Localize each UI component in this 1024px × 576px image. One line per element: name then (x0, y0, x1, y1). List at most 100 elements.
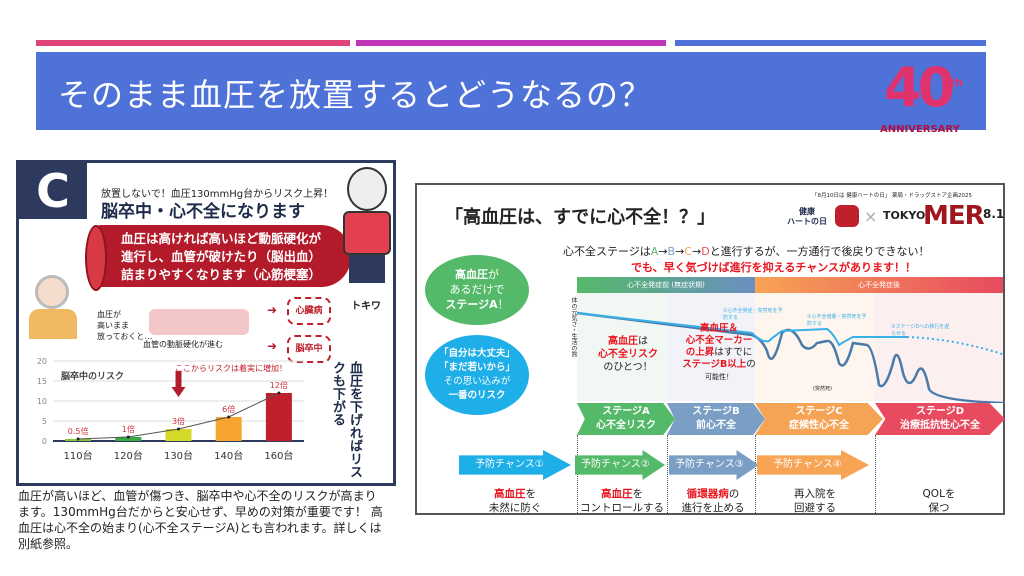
prevent-note-3: ③ステージDへの移行を遅らせる (891, 324, 950, 337)
artery-banner: 血圧は高ければ高いほど動脈硬化が 進行し、血管が破けたり（脳出血） 詰まりやすく… (85, 225, 351, 291)
trend-point (76, 437, 80, 441)
t: 高血圧 (455, 268, 488, 281)
brand-mer: MER (923, 201, 985, 231)
green-bubble: 高血圧があるだけでステージA！ (425, 255, 529, 325)
caption: 血圧が高いほど、血管が傷つき、脳卒中や心不全のリスクが高まります。130mmHg… (18, 489, 383, 551)
divider (577, 435, 578, 515)
logo-label: ANNIVERSARY (880, 124, 960, 135)
prevent-note-2: ②心不全増悪・突然死を予防する (807, 314, 867, 327)
brand-line-2: ハートの日 (787, 217, 827, 226)
y-tick-label: 0 (42, 437, 47, 446)
x-tick-label: 140台 (214, 449, 243, 462)
bar (165, 429, 192, 441)
t: 高血圧＆ (699, 323, 738, 334)
intro-text: 心不全ステージはA→B→C→Dと進行するが、一方通行で後戻りできない！ (563, 243, 929, 259)
note-a: 高血圧は心不全リスクのひとつ！ (593, 335, 663, 374)
note-a-red: 高血圧 (608, 336, 638, 347)
goal-1: 高血圧を未然に防ぐ (455, 487, 575, 515)
trend-point (227, 415, 231, 419)
note-a-red2: 心不全リスク (598, 349, 658, 360)
t: 高血圧 (601, 488, 633, 500)
bar (215, 417, 242, 441)
note-a-text2: のひとつ！ (603, 362, 653, 373)
logo-number: 40 (884, 56, 955, 119)
t: の (746, 359, 756, 370)
prevention-chance-4: 予防チャンス④ (757, 450, 869, 480)
y-tick-label: 5 (42, 417, 47, 426)
intro-red: でも、早く気づけば進行を抑えるチャンスがあります！！ (631, 261, 917, 274)
goal-5: QOLを保つ (879, 487, 999, 515)
t: を (525, 488, 537, 500)
intro-b: B (667, 245, 676, 258)
trend-point (177, 427, 180, 431)
bar-value-label: 6倍 (222, 404, 235, 414)
headline: 脳卒中・心不全になります (101, 202, 305, 222)
health-decline-curve (577, 311, 1005, 403)
t: ！ (497, 298, 509, 311)
chart-annotation: ここからリスクは着実に増加！ (175, 364, 287, 373)
intro-part: と進行するが、一方通行で後戻りできない！ (709, 245, 930, 258)
side-text-2: リスクも下がる (330, 361, 362, 478)
goal-4: 再入院を回避する (755, 487, 875, 515)
t: その思い込みが (443, 376, 511, 387)
intro-arrow: → (658, 245, 668, 258)
intro-d: D (701, 245, 710, 258)
bar-value-label: 3倍 (172, 416, 185, 426)
stroke-risk-panel: C 放置しないで！血圧130mmHg台からリスク上昇！ 脳卒中・心不全になります… (16, 160, 396, 486)
t: ステージB以上 (682, 359, 747, 370)
brand-line-1: 健康 (799, 207, 815, 216)
t: 心不全リスク (596, 420, 656, 431)
t: 「自分は大丈夫」 (438, 348, 515, 359)
prevention-chance-3: 予防チャンス③ (669, 450, 759, 480)
bar-value-label: 1倍 (122, 424, 135, 434)
t: 「まだ若いから」 (438, 362, 515, 373)
logo-sup: th (950, 76, 964, 89)
vessel-caption: 血管の動脈硬化が進む (143, 340, 223, 349)
accent-line-2 (356, 40, 666, 46)
t: 再入院を (794, 488, 836, 500)
zone-d (875, 293, 1003, 401)
stroke-badge: 脳卒中 (287, 335, 331, 363)
section-badge: C (19, 163, 87, 219)
t: 循環器病 (686, 488, 729, 500)
t: はすでに (714, 347, 753, 358)
x-tick-label: 160台 (264, 449, 293, 462)
y-tick-label: 10 (37, 397, 47, 406)
stroke-risk-chart: 051015200.5倍110台1倍120台3倍130台6倍140台12倍160… (37, 357, 304, 462)
bar-value-label: 12倍 (270, 380, 288, 390)
artery-text-1: 血圧は高ければ高いほど動脈硬化が (120, 231, 321, 246)
arrow-down-icon (171, 371, 186, 397)
slide-title: そのまま血圧を放置するとどうなるの？ (58, 76, 653, 114)
artery-crosssection-illustration (149, 309, 249, 335)
prevent-note-1: ①心不全発症・突然死を予防する (723, 308, 783, 321)
side-text-1: 血圧を下げれば (347, 361, 362, 452)
t: が (488, 268, 499, 281)
bar (265, 393, 292, 441)
t: 高血圧 (494, 488, 526, 500)
panel-title: 「高血圧は、すでに心不全！？」 (445, 207, 716, 228)
t: 一番のリスク (448, 390, 506, 401)
t: の (728, 488, 740, 500)
anniversary-logo: 40 th ANNIVERSARY (880, 58, 976, 142)
intro-arrow: → (675, 245, 685, 258)
elderly-woman-illustration (29, 275, 77, 339)
trend-point (126, 435, 130, 439)
heart-day-brand: 健康 ハートの日 (787, 207, 827, 227)
accent-line-3 (675, 40, 986, 46)
arrow-right-icon: ➜ (267, 303, 278, 317)
t: 症候性心不全 (789, 420, 849, 431)
campaign-text: 「8月10日は 健康ハートの日」 薬局・ドラッグストア企画2025 (812, 193, 972, 199)
t: 可能性！ (705, 373, 733, 381)
phase-after: 心不全発症後 (755, 277, 1003, 293)
t: あるだけで (449, 283, 505, 296)
zone-c (755, 293, 875, 401)
mascot-name: トキワ (351, 301, 381, 312)
goal-2: 高血圧をコントロールする (562, 487, 682, 515)
t: 前心不全 (696, 420, 736, 431)
t: の上昇 (685, 347, 715, 358)
zone-a (577, 293, 667, 401)
intro-part: 心不全ステージは (563, 245, 651, 258)
